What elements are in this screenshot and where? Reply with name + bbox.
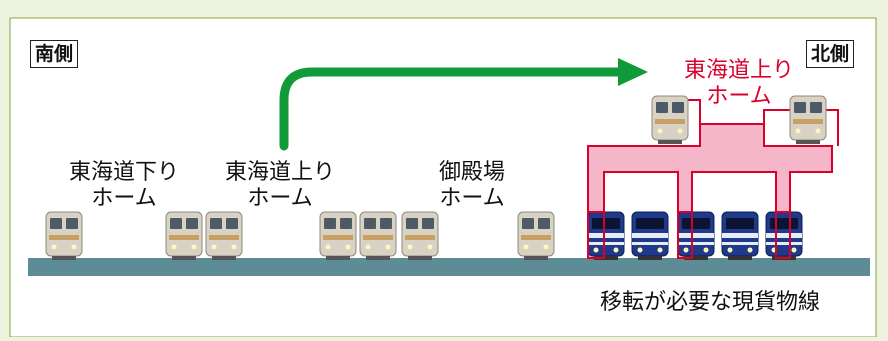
track-line: [28, 258, 870, 276]
label-line: ホーム: [247, 186, 313, 211]
passenger-train-icon: [359, 211, 397, 261]
freight-locomotive-icon: [631, 211, 669, 261]
label-line: 東海道下り: [68, 160, 179, 185]
arrow-head-icon: [618, 58, 648, 86]
passenger-train-icon: [45, 211, 83, 261]
freight-locomotive-icon: [765, 211, 803, 261]
label-line: ホーム: [439, 186, 505, 211]
freight-locomotive-icon: [587, 211, 625, 261]
passenger-train-icon: [319, 211, 357, 261]
new-tokaido-up-platform-label: 東海道上り ホーム: [664, 58, 814, 110]
tokaido-up-platform-label: 東海道上り ホーム: [210, 160, 350, 212]
label-line: 東海道上り: [683, 58, 794, 83]
gotemba-platform-label: 御殿場 ホーム: [412, 160, 532, 212]
tokaido-down-platform-label: 東海道下り ホーム: [54, 160, 194, 212]
freight-locomotive-icon: [677, 211, 715, 261]
label-line: ホーム: [706, 84, 772, 109]
passenger-train-icon: [517, 211, 555, 261]
label-line: ホーム: [91, 186, 157, 211]
passenger-train-icon: [401, 211, 439, 261]
label-line: 東海道上り: [224, 160, 335, 185]
freight-line-caption: 移転が必要な現貨物線: [599, 290, 820, 315]
freight-locomotive-icon: [721, 211, 759, 261]
pillar-outlines: [587, 211, 791, 259]
south-side-label: 南側: [30, 40, 79, 68]
north-side-label: 北側: [806, 40, 855, 68]
passenger-train-icon: [205, 211, 243, 261]
passenger-train-icon: [165, 211, 203, 261]
curved-arrow-icon: [279, 67, 625, 151]
label-line: 御殿場: [438, 160, 505, 185]
